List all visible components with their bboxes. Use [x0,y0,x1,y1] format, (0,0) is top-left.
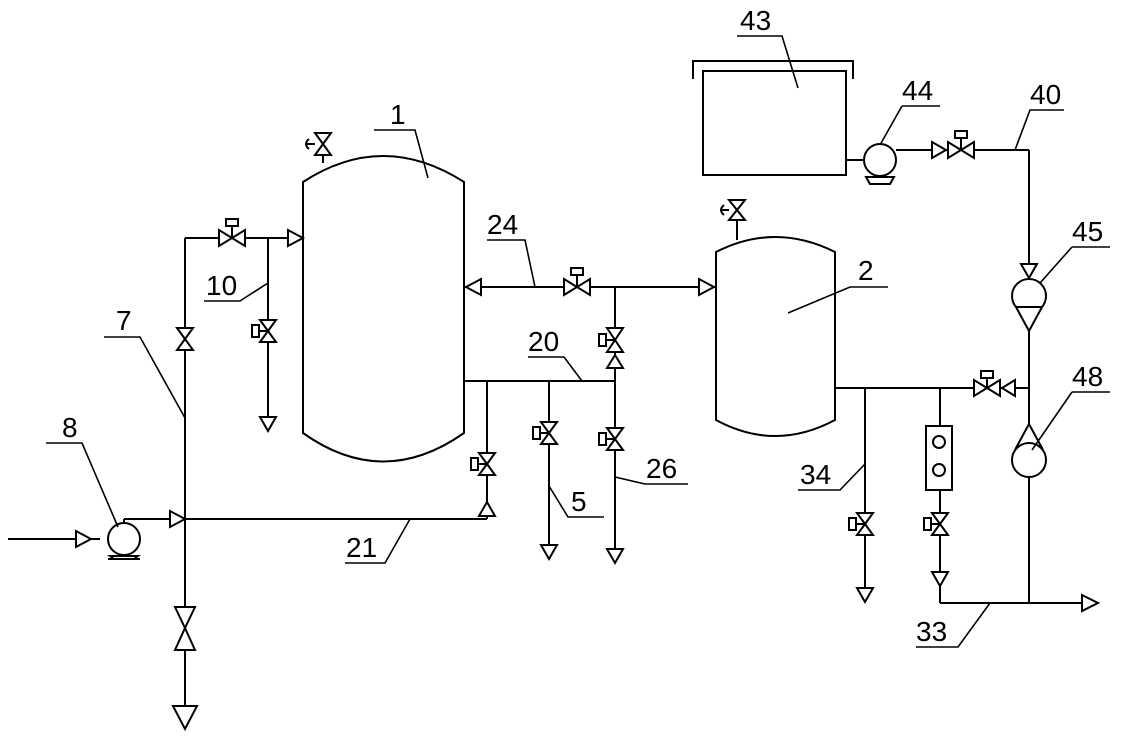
valve-line-10 [218,218,246,248]
label-box-43: 43 [740,5,771,36]
label-pipe-24: 24 [487,209,518,240]
label-tank-1: 1 [390,99,406,130]
tank-1-top-vent-valve [305,132,333,163]
label-pipe-10: 10 [206,270,237,301]
valve-lower-26 [598,427,625,451]
arrow-flowmeter-down [930,571,950,589]
valve-flowmeter [923,512,950,536]
valve-line-10-drain [251,319,278,343]
leaders [46,35,1110,648]
valve-line-7-upper [175,327,195,351]
valve-line-24 [563,267,591,297]
tank-2-top-vent-valve [720,199,748,240]
valve-line-5 [532,421,559,445]
pump-48 [1011,421,1047,478]
flowmeter [925,425,953,491]
pump-45 [1011,278,1047,334]
label-pump-44: 44 [902,75,933,106]
arrow-drain-5 [539,544,559,562]
pump-8 [107,522,141,560]
arrow-drain-7 [171,705,199,732]
label-pipe-7: 7 [116,305,132,336]
arrow-outlet-33 [1081,593,1101,613]
arrow-feed-in [75,529,94,549]
valve-line-40 [947,130,975,160]
arrow-into-tank-1 [463,277,482,297]
valve-line-21 [470,452,497,476]
tank-1 [302,155,465,463]
label-pump-45: 45 [1072,216,1103,247]
arrow-drain-34 [855,587,875,605]
label-pipe-21: 21 [346,532,377,563]
arrow-up-21 [477,499,497,517]
pump-44 [863,143,897,185]
label-tank-2: 2 [858,255,874,286]
box-43 [692,60,854,176]
label-pump-48: 48 [1072,361,1103,392]
valve-line-34 [848,512,875,536]
arrow-into-tank-1-top [287,228,306,248]
arrow-drain-10 [258,416,278,434]
label-pipe-40: 40 [1030,79,1061,110]
label-pipe-34: 34 [800,459,831,490]
valve-upper-26 [598,327,625,369]
arrow-down-to-45 [1019,263,1039,281]
arrow-drain-26 [605,548,625,566]
arrow-to-line-7 [169,509,188,529]
label-pipe-33: 33 [916,616,947,647]
label-pipe-26: 26 [646,453,677,484]
label-pipe-20: 20 [528,326,559,357]
valve-line-7-bottom [173,606,197,651]
label-pump-8: 8 [62,412,78,443]
arrow-into-tank-2 [698,277,717,297]
label-pipe-5: 5 [571,486,587,517]
valve-tank2-outlet-right [973,370,1016,398]
arrow-to-valve-40 [931,140,949,160]
tank-2 [715,236,836,437]
